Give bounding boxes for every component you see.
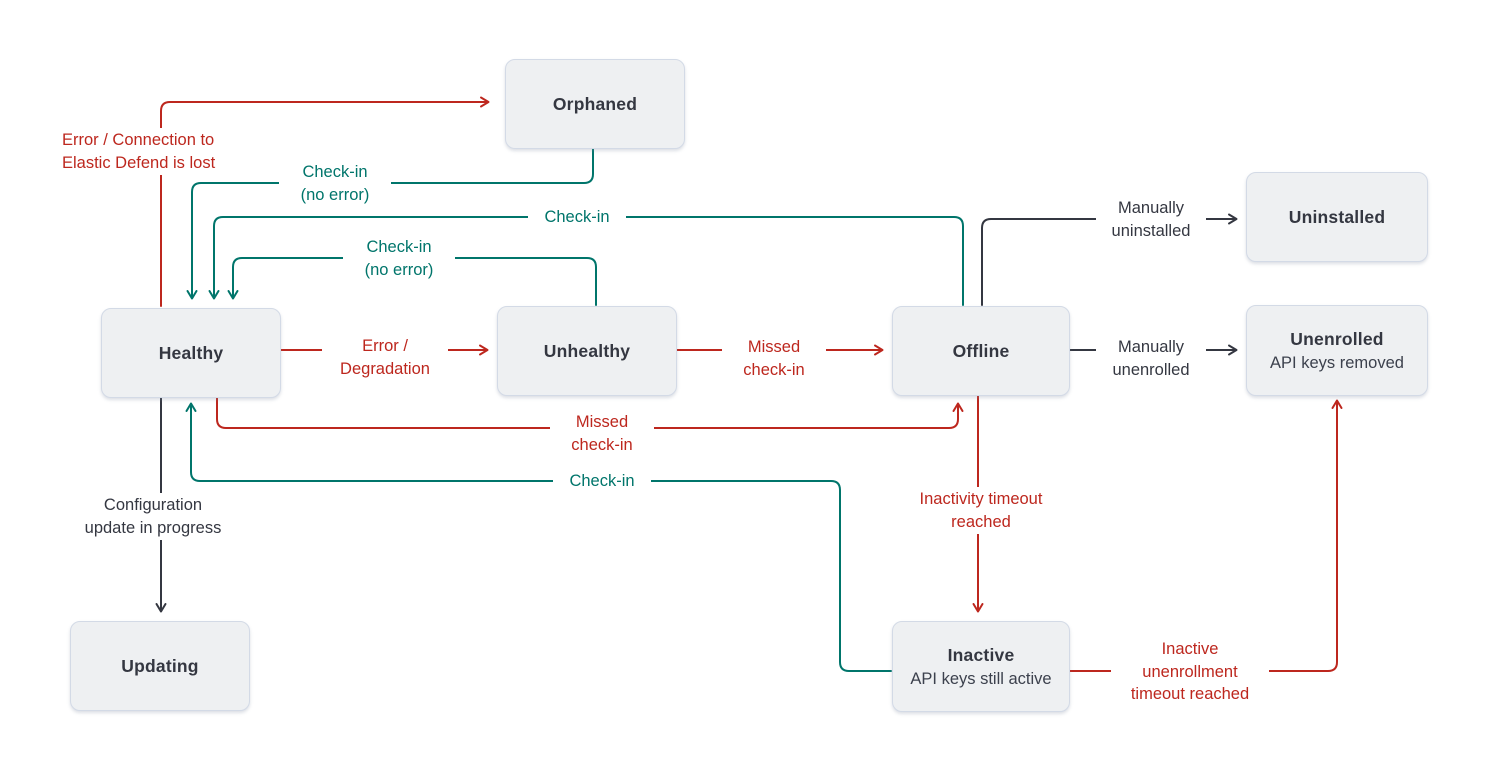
edge-label-line: Inactivity timeout	[919, 490, 1043, 508]
edge-inactive-to-healthy	[185, 402, 892, 672]
edge-label-line: Elastic Defend is lost	[62, 153, 216, 172]
edge-label-missed-checkin-healthy: Missed check-in	[550, 410, 654, 457]
edge-label-line: Inactive	[1161, 640, 1219, 658]
edge-label-line: (no error)	[364, 260, 434, 279]
edge-label-line: Check-in	[544, 208, 610, 226]
edge-label-line: Manually	[1117, 199, 1185, 217]
edge-label-configuration-update: Configuration update in progress	[68, 493, 238, 540]
edge-label-line: Check-in	[569, 472, 635, 490]
state-label: Healthy	[158, 343, 224, 363]
edge-offline-to-healthy	[208, 216, 964, 306]
edge-label-line: Check-in	[366, 238, 432, 256]
edge-label-missed-checkin-unhealthy: Missed check-in	[722, 335, 826, 382]
edge-label-manually-uninstalled: Manually uninstalled	[1096, 196, 1206, 243]
state-node-unenrolled: Unenrolled API keys removed	[1246, 305, 1428, 396]
edge-inactive-to-unenrolled	[1068, 399, 1343, 672]
state-label: Uninstalled	[1288, 207, 1386, 227]
edge-label-checkin-offline: Check-in	[528, 205, 626, 230]
edge-offline-to-uninstalled	[981, 213, 1238, 306]
state-node-inactive: Inactive API keys still active	[892, 621, 1070, 712]
edge-label-line: check-in	[743, 360, 805, 379]
edge-label-line: Missed	[575, 413, 629, 431]
edge-label-line: timeout reached	[1130, 685, 1250, 703]
edge-label-line: Configuration	[103, 496, 203, 514]
edge-label-line: unenrollment	[1142, 662, 1238, 681]
state-node-healthy: Healthy	[101, 308, 281, 398]
edge-label-line: (no error)	[300, 185, 370, 204]
edge-label-line: unenrolled	[1112, 360, 1190, 379]
state-label: Offline	[952, 341, 1010, 361]
edge-label-manually-unenrolled: Manually unenrolled	[1096, 335, 1206, 382]
edge-label-error-connection-lost: Error / Connection to Elastic Defend is …	[60, 128, 262, 175]
edge-label-line: Degradation	[340, 359, 430, 378]
edge-label-checkin-inactive: Check-in	[553, 469, 651, 494]
state-sublabel: API keys removed	[1270, 353, 1404, 372]
edge-orphaned-to-healthy	[186, 146, 594, 300]
edge-label-line: Missed	[747, 338, 801, 356]
edge-label-line: uninstalled	[1111, 221, 1191, 240]
state-sublabel: API keys still active	[910, 669, 1052, 688]
state-label: Orphaned	[552, 94, 638, 114]
edge-label-inactive-unenrollment-timeout: Inactive unenrollment timeout reached	[1111, 637, 1269, 707]
state-label: Unenrolled	[1290, 328, 1384, 349]
edge-label-line: Check-in	[302, 163, 368, 181]
edge-label-checkin-no-error-orphaned: Check-in (no error)	[279, 160, 391, 207]
edge-label-checkin-no-error-unhealthy: Check-in (no error)	[343, 235, 455, 282]
edge-label-line: Manually	[1117, 338, 1185, 356]
state-node-uninstalled: Uninstalled	[1246, 172, 1428, 262]
state-node-offline: Offline	[892, 306, 1070, 396]
edge-label-error-degradation: Error / Degradation	[322, 334, 448, 381]
state-label: Inactive	[947, 644, 1015, 665]
state-node-updating: Updating	[70, 621, 250, 711]
edge-label-line: Error / Connection to	[62, 131, 215, 149]
state-label: Unhealthy	[543, 341, 631, 361]
edge-label-line: update in progress	[84, 518, 222, 537]
state-node-unhealthy: Unhealthy	[497, 306, 677, 396]
edge-label-line: reached	[951, 512, 1011, 531]
edge-label-inactivity-timeout: Inactivity timeout reached	[901, 487, 1061, 534]
state-label: Updating	[121, 656, 199, 676]
state-node-orphaned: Orphaned	[505, 59, 685, 149]
edge-label-line: check-in	[571, 435, 633, 454]
edge-healthy-to-orphaned	[160, 96, 490, 307]
edge-label-line: Error /	[362, 337, 408, 355]
